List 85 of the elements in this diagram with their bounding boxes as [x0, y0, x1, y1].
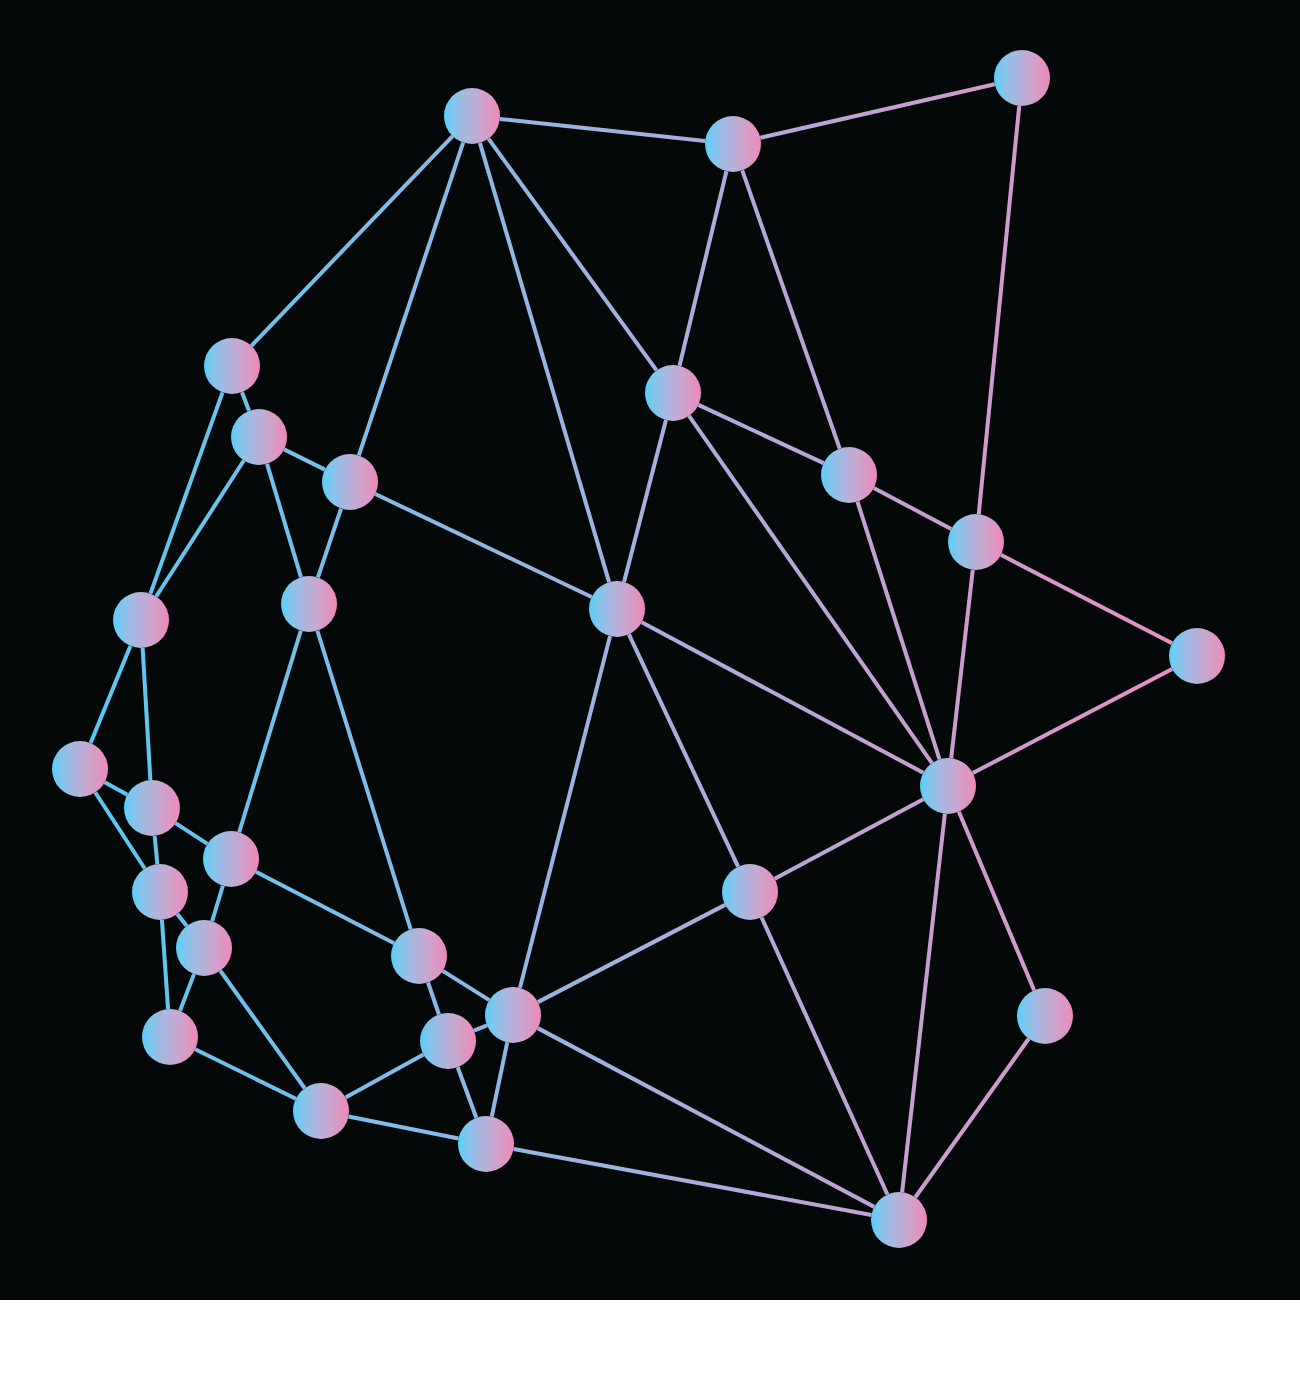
network-node: [444, 88, 500, 144]
connector-line: [140, 647, 153, 781]
connector-line: [640, 620, 925, 775]
network-node: [485, 987, 541, 1043]
connector-line: [93, 791, 147, 870]
network-node: [948, 514, 1004, 570]
connector-line: [627, 633, 740, 868]
connector-line: [148, 391, 225, 595]
connector-line: [949, 569, 975, 759]
network-node: [124, 780, 180, 836]
connector-line: [88, 645, 133, 744]
network-node: [589, 581, 645, 637]
network-node: [1017, 988, 1073, 1044]
connector-line: [315, 630, 413, 930]
connector-line: [175, 912, 189, 928]
network-node: [994, 50, 1050, 106]
connector-line: [900, 813, 947, 1193]
connector-line: [513, 1147, 872, 1217]
network-node: [645, 365, 701, 421]
network-node: [132, 864, 188, 920]
connector-line: [455, 1066, 479, 1119]
connector-line: [478, 142, 611, 583]
connector-line: [677, 170, 729, 367]
connector-line: [249, 134, 455, 348]
connector-line: [486, 137, 659, 372]
network-node: [705, 116, 761, 172]
network-node: [458, 1116, 514, 1172]
connector-line: [103, 780, 129, 797]
network-node: [722, 864, 778, 920]
connector-line: [237, 630, 303, 833]
network-node: [281, 576, 337, 632]
connector-line: [740, 169, 842, 450]
connector-line: [622, 419, 668, 583]
connector-line: [426, 981, 441, 1016]
network-node: [203, 831, 259, 887]
connector-line: [316, 507, 343, 579]
connector-line: [536, 1026, 876, 1209]
connector-line: [957, 811, 1036, 991]
connector-line: [855, 501, 942, 760]
network-node: [420, 1013, 476, 1069]
network-node: [204, 338, 260, 394]
connector-line: [976, 105, 1022, 515]
connector-line: [697, 403, 825, 465]
connector-line: [913, 1037, 1031, 1199]
connector-line: [536, 903, 727, 1004]
network-node: [322, 454, 378, 510]
connector-line: [759, 82, 996, 140]
network-node: [293, 1083, 349, 1139]
connector-line: [499, 117, 706, 143]
connector-line: [348, 1114, 459, 1141]
connector-line: [159, 919, 171, 1010]
connector-line: [374, 492, 593, 599]
network-node: [391, 928, 447, 984]
connector-line: [473, 1023, 488, 1033]
connector-line: [971, 667, 1174, 775]
network-node: [113, 592, 169, 648]
network-node: [142, 1009, 198, 1065]
connector-line: [999, 553, 1174, 645]
network-node: [821, 447, 877, 503]
connector-line: [356, 141, 466, 457]
connector-line: [872, 486, 953, 531]
connector-line: [265, 463, 303, 578]
connector-line: [344, 1052, 425, 1100]
network-node: [871, 1192, 927, 1248]
connector-line: [174, 821, 209, 846]
connector-line: [154, 459, 246, 598]
connector-line: [178, 973, 196, 1012]
network-node: [52, 741, 108, 797]
network-node: [1169, 628, 1225, 684]
connector-line: [254, 870, 396, 945]
connector-line: [759, 916, 890, 1196]
network-node: [176, 920, 232, 976]
connector-line: [210, 885, 225, 922]
network-node: [920, 758, 976, 814]
connector-line: [489, 1042, 510, 1117]
network-node: [231, 409, 287, 465]
connector-line: [283, 447, 326, 472]
connector-line: [240, 391, 251, 412]
connector-line: [687, 414, 934, 765]
connector-line: [441, 969, 491, 1002]
connector-line: [152, 835, 160, 865]
connector-line: [518, 635, 612, 989]
connector-line: [194, 1047, 297, 1101]
connector-line: [773, 797, 925, 881]
connector-line: [218, 969, 307, 1090]
